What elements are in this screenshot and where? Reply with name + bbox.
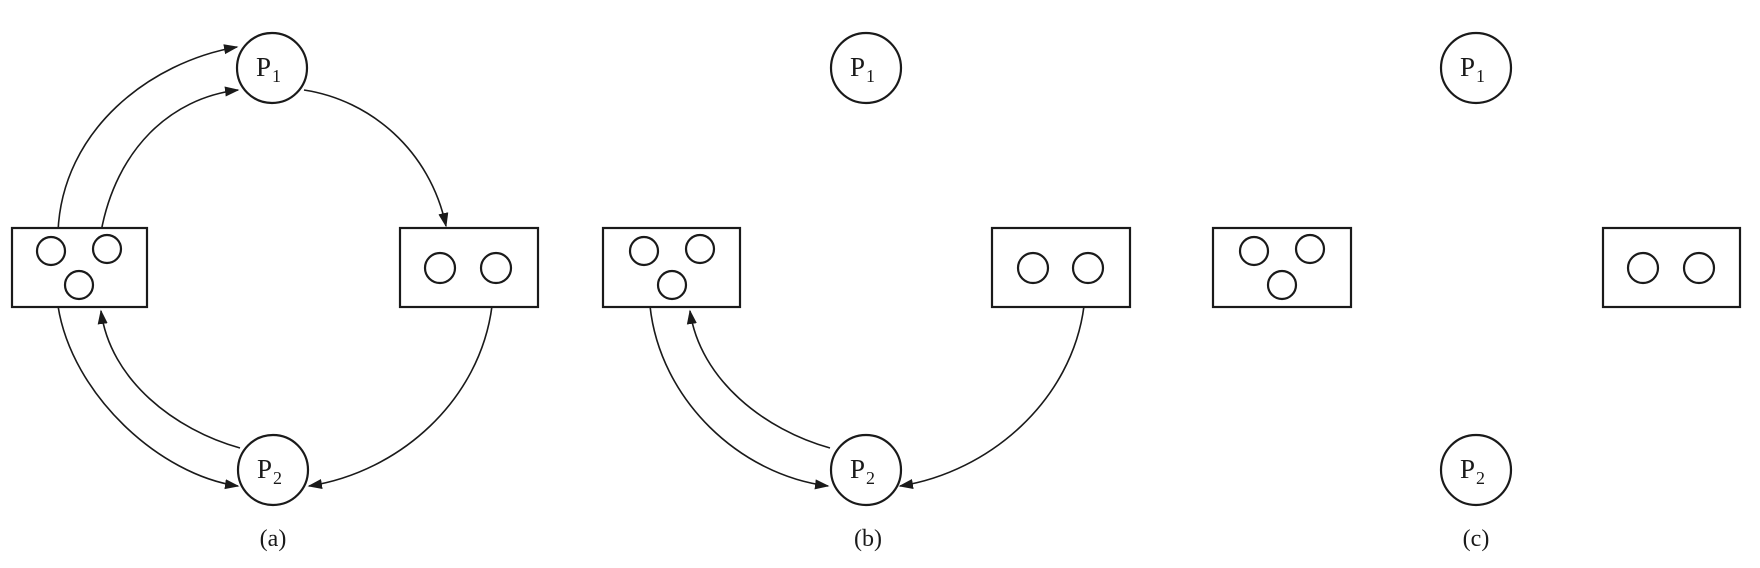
resource-r2 [398,226,540,309]
caption-b: (b) [854,526,882,552]
process-p2: P 2 [829,433,903,507]
resource-unit [35,235,67,267]
svg-text:1: 1 [1476,66,1485,86]
diagram-b: P 1 P 2 (b) [601,31,1132,552]
svg-text:P: P [256,52,271,82]
edge-r2-to-p2 [307,305,493,490]
resource-unit [684,233,716,265]
diagram-c: P 1 P 2 (c) [1211,31,1742,552]
edge-p1-to-r2 [303,89,449,228]
process-p1: P 1 [235,31,309,105]
edge-p2-to-r1 [686,309,831,449]
resource-unit [423,251,457,285]
svg-text:2: 2 [1476,468,1485,488]
process-p1: P 1 [1439,31,1513,105]
resource-unit [628,235,660,267]
edge-p2-to-r1 [97,309,241,449]
svg-text:P: P [850,52,865,82]
resource-unit [1682,251,1716,285]
resource-unit [1238,235,1270,267]
svg-text:1: 1 [272,66,281,86]
process-p2: P 2 [1439,433,1513,507]
resource-unit [1266,269,1298,301]
resource-r1 [1211,226,1353,309]
svg-text:1: 1 [866,66,875,86]
resource-unit [91,233,123,265]
caption-c: (c) [1463,526,1490,552]
resource-r1 [601,226,742,309]
edge-r1-to-p1-inner [100,86,240,233]
resource-unit [1071,251,1105,285]
svg-text:2: 2 [273,468,282,488]
resource-unit [1016,251,1050,285]
edge-r1-to-p2 [649,305,830,490]
diagram-a: P 1 P 2 (a) [10,31,540,552]
svg-text:P: P [1460,52,1475,82]
edge-r1-to-p1-outer [57,44,239,233]
edge-r1-to-p2 [57,305,240,490]
svg-text:2: 2 [866,468,875,488]
svg-text:P: P [257,454,272,484]
svg-text:P: P [850,454,865,484]
process-p2: P 2 [236,433,310,507]
resource-r2 [1601,226,1742,309]
resource-unit [479,251,513,285]
caption-a: (a) [260,526,287,552]
resource-unit [656,269,688,301]
process-p1: P 1 [829,31,903,105]
resource-r2 [990,226,1132,309]
resource-unit [63,269,95,301]
svg-text:P: P [1460,454,1475,484]
resource-r1 [10,226,149,309]
resource-unit [1626,251,1660,285]
resource-unit [1294,233,1326,265]
edge-r2-to-p2 [898,305,1085,489]
